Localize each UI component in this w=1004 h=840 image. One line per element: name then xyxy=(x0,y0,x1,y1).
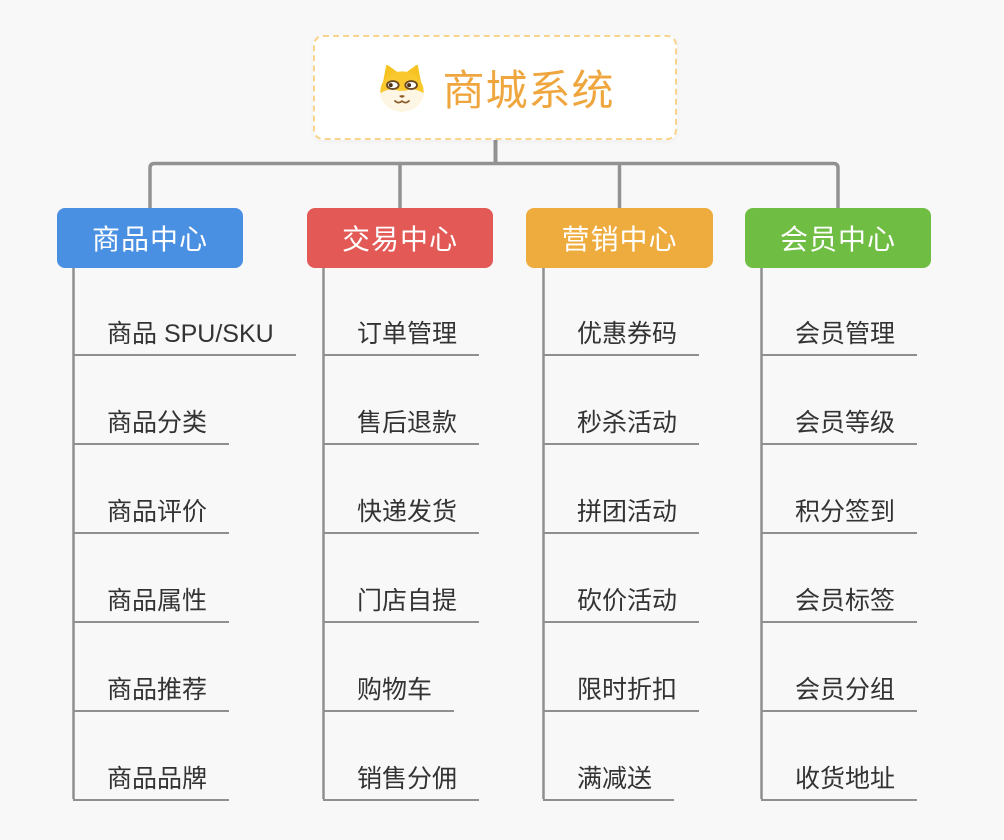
node-label: 秒杀活动 xyxy=(577,409,678,438)
node-label: 商品品牌 xyxy=(107,765,208,794)
mindmap-node[interactable]: 会员等级 xyxy=(761,403,918,445)
mindmap-node[interactable]: 售后退款 xyxy=(323,403,480,445)
mindmap-node[interactable]: 会员管理 xyxy=(761,314,918,356)
branch-header-product-center[interactable]: 商品中心 xyxy=(57,208,243,268)
branch-header-marketing-center[interactable]: 营销中心 xyxy=(526,208,713,268)
node-label: 会员标签 xyxy=(795,587,896,616)
branch-header-label: 商品中心 xyxy=(91,224,208,255)
node-label: 商品分类 xyxy=(107,409,208,438)
branch-header-label: 会员中心 xyxy=(779,224,896,255)
mindmap-node[interactable]: 优惠券码 xyxy=(543,314,700,356)
mindmap-node[interactable]: 秒杀活动 xyxy=(543,403,700,445)
branch-items-product-center: 商品 SPU/SKU 商品分类 商品评价 商品属性 商品推荐 商品品牌 xyxy=(73,268,323,808)
mindmap-node[interactable]: 快递发货 xyxy=(323,492,480,534)
node-label: 售后退款 xyxy=(357,409,458,438)
node-label: 砍价活动 xyxy=(577,587,678,616)
node-label: 门店自提 xyxy=(357,587,458,616)
node-label: 会员等级 xyxy=(795,409,896,438)
branch-header-member-center[interactable]: 会员中心 xyxy=(745,208,931,268)
root-title: 商城系统 xyxy=(442,67,615,114)
shiba-dog-icon xyxy=(380,64,425,111)
node-label: 订单管理 xyxy=(357,320,458,349)
mindmap-node[interactable]: 商品品牌 xyxy=(73,759,230,801)
mindmap-node[interactable]: 积分签到 xyxy=(761,492,918,534)
branch-items-member-center: 会员管理 会员等级 积分签到 会员标签 会员分组 收货地址 xyxy=(761,268,1004,808)
mindmap-node[interactable]: 会员标签 xyxy=(761,581,918,623)
node-label: 会员分组 xyxy=(795,676,896,705)
branch-items-trade-center: 订单管理 售后退款 快递发货 门店自提 购物车 销售分佣 xyxy=(323,268,573,808)
node-label: 快递发货 xyxy=(357,498,458,527)
node-label: 商品评价 xyxy=(107,498,208,527)
mindmap-node[interactable]: 商品 SPU/SKU xyxy=(73,314,296,356)
mindmap-node[interactable]: 限时折扣 xyxy=(543,670,700,712)
mindmap-node[interactable]: 商品分类 xyxy=(73,403,230,445)
mindmap-node[interactable]: 砍价活动 xyxy=(543,581,700,623)
mindmap-node[interactable]: 商品评价 xyxy=(73,492,230,534)
node-label: 优惠券码 xyxy=(577,320,678,349)
node-label: 收货地址 xyxy=(795,765,896,794)
mindmap-node[interactable]: 订单管理 xyxy=(323,314,480,356)
mindmap-node[interactable]: 销售分佣 xyxy=(323,759,480,801)
node-label: 商品属性 xyxy=(107,587,208,616)
node-label: 销售分佣 xyxy=(357,765,458,794)
branch-items-marketing-center: 优惠券码 秒杀活动 拼团活动 砍价活动 限时折扣 满减送 xyxy=(543,268,793,808)
mindmap-node[interactable]: 拼团活动 xyxy=(543,492,700,534)
node-label: 会员管理 xyxy=(795,320,896,349)
branch-header-trade-center[interactable]: 交易中心 xyxy=(307,208,493,268)
branch-header-label: 交易中心 xyxy=(341,224,458,255)
mindmap-node[interactable]: 满减送 xyxy=(543,759,675,801)
mindmap-node[interactable]: 商品推荐 xyxy=(73,670,230,712)
mindmap-node[interactable]: 收货地址 xyxy=(761,759,918,801)
mindmap-node[interactable]: 会员分组 xyxy=(761,670,918,712)
branch-header-label: 营销中心 xyxy=(561,224,678,255)
node-label: 购物车 xyxy=(357,676,433,705)
mindmap-node[interactable]: 门店自提 xyxy=(323,581,480,623)
node-label: 积分签到 xyxy=(795,498,896,527)
node-label: 商品 SPU/SKU xyxy=(107,320,274,349)
root-node[interactable]: 商城系统 xyxy=(313,35,677,140)
node-label: 拼团活动 xyxy=(577,498,678,527)
mindmap-node[interactable]: 商品属性 xyxy=(73,581,230,623)
mindmap-node[interactable]: 购物车 xyxy=(323,670,455,712)
node-label: 满减送 xyxy=(577,765,653,794)
node-label: 商品推荐 xyxy=(107,676,208,705)
node-label: 限时折扣 xyxy=(577,676,678,705)
